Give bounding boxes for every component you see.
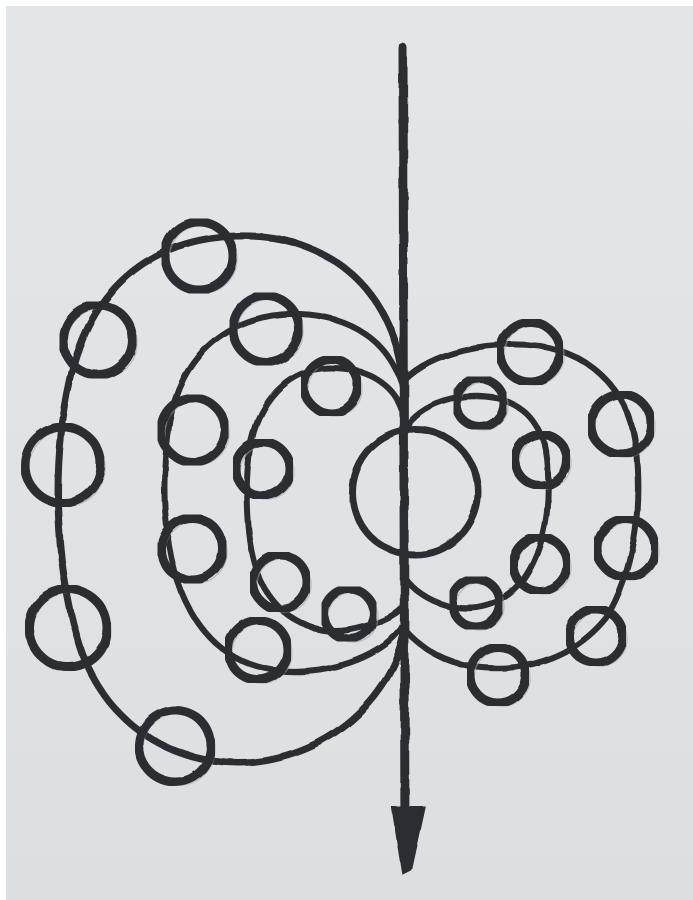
ring-marker (139, 710, 211, 782)
ring-marker (470, 647, 526, 703)
field-line-right-outer (404, 344, 638, 668)
ring-marker (228, 620, 288, 680)
ring-marker (569, 609, 623, 663)
ring-marker (165, 222, 233, 290)
ring-marker (233, 296, 299, 362)
axis-line (403, 48, 405, 850)
ring-marker (456, 379, 504, 427)
ring-marker (236, 442, 290, 496)
central-circle (352, 429, 478, 555)
down-arrow-icon (393, 808, 424, 872)
ring-marker (500, 322, 560, 382)
